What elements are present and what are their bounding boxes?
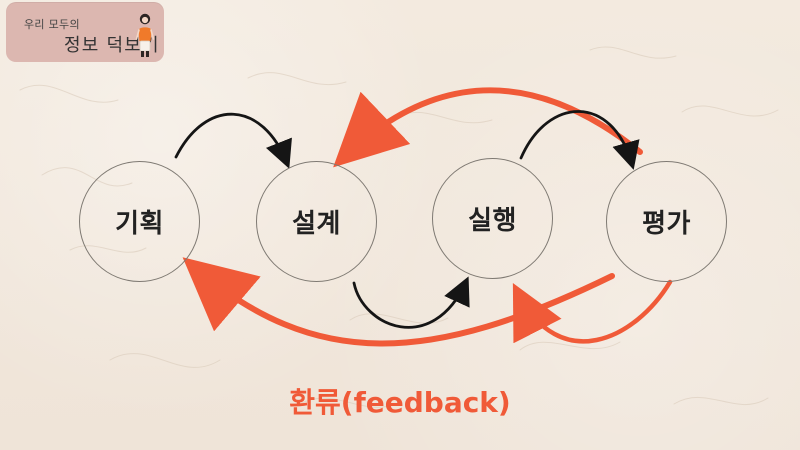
logo-card: 우리 모두의 정보 덕보기 bbox=[6, 2, 164, 62]
node-plan: 기획 bbox=[79, 161, 200, 282]
node-design: 설계 bbox=[256, 161, 377, 282]
node-execute: 실행 bbox=[432, 158, 553, 279]
node-label-design: 설계 bbox=[292, 209, 341, 239]
person-icon bbox=[134, 12, 156, 58]
logo-line1: 우리 모두의 bbox=[24, 18, 80, 31]
feedback-arrow-right bbox=[512, 279, 673, 344]
node-label-evaluate: 평가 bbox=[642, 209, 691, 239]
feedback-label: 환류(feedback) bbox=[289, 386, 511, 419]
node-label-execute: 실행 bbox=[468, 206, 517, 236]
node-label-plan: 기획 bbox=[115, 209, 164, 239]
node-evaluate: 평가 bbox=[606, 161, 727, 282]
feedback-arrow-top bbox=[333, 87, 643, 168]
forward-arrow-plan-design bbox=[174, 112, 292, 169]
forward-arrow-execute-evaluate bbox=[519, 110, 640, 170]
forward-arrow-design-execute bbox=[352, 276, 470, 329]
logo-line2: 정보 덕보기 bbox=[64, 35, 160, 56]
